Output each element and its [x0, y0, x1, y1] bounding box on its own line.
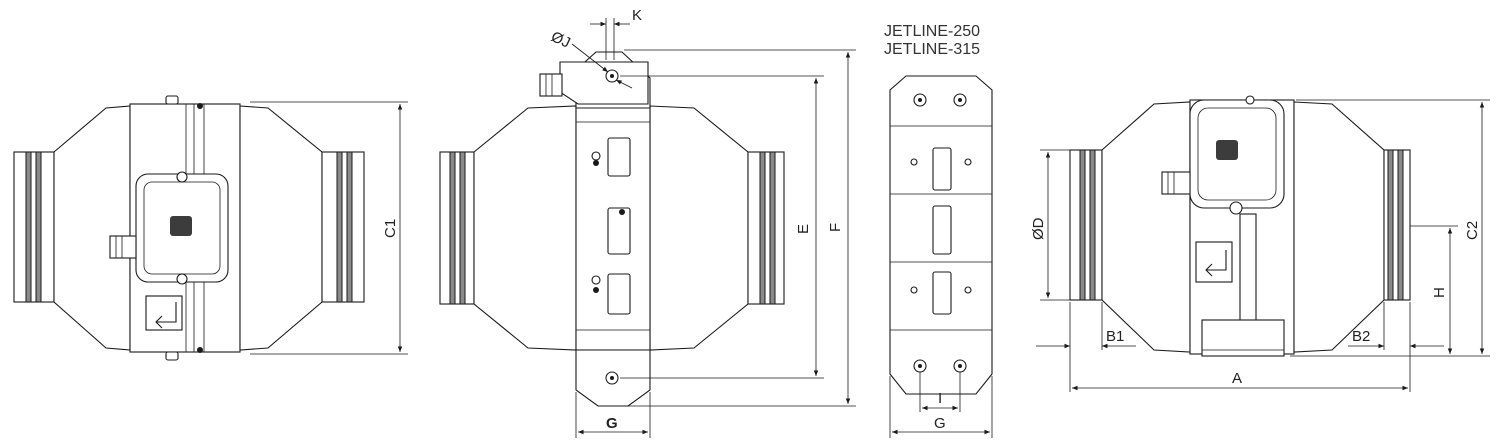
label-d: ØD [1030, 217, 1047, 240]
label-h: H [1431, 287, 1448, 298]
dimension-c2: C2 [1296, 99, 1490, 354]
label-e: E [795, 224, 812, 234]
dimension-j: ØJ [548, 28, 633, 89]
label-b1: B1 [1106, 328, 1124, 345]
label-g-plate: G [934, 415, 946, 432]
dimension-k: K [590, 7, 642, 60]
dimension-b2: B2 [1348, 302, 1444, 392]
dimension-g-bracket: G [575, 392, 651, 438]
model-name-2: JETLINE-315 [884, 41, 980, 58]
side-view-right [1069, 95, 1411, 357]
dimension-h: H [1290, 225, 1490, 357]
label-g-bracket: G [606, 415, 618, 432]
model-name-1: JETLINE-250 [884, 23, 980, 40]
side-view-left [13, 95, 365, 361]
label-b2: B2 [1352, 328, 1370, 345]
label-c2: C2 [1464, 221, 1481, 240]
label-j: ØJ [548, 28, 573, 52]
dimension-d: ØD [1030, 149, 1070, 301]
dimension-i: I [919, 372, 961, 412]
dimension-f: F [624, 49, 856, 407]
dimension-c1: C1 [250, 101, 408, 355]
dimension-g-plate: G [889, 376, 993, 438]
label-k: K [632, 7, 642, 24]
label-c1: C1 [382, 219, 399, 238]
dimension-b1: B1 [1036, 302, 1136, 392]
dimension-a: A [1072, 370, 1408, 391]
model-titles: JETLINE-250 JETLINE-315 [884, 23, 980, 58]
bracket-plate-view [889, 75, 993, 395]
dimension-e: E [620, 75, 824, 379]
label-f: F [827, 223, 844, 232]
label-i: I [938, 390, 942, 407]
label-a: A [1232, 370, 1242, 387]
side-view-bracket [439, 51, 785, 407]
